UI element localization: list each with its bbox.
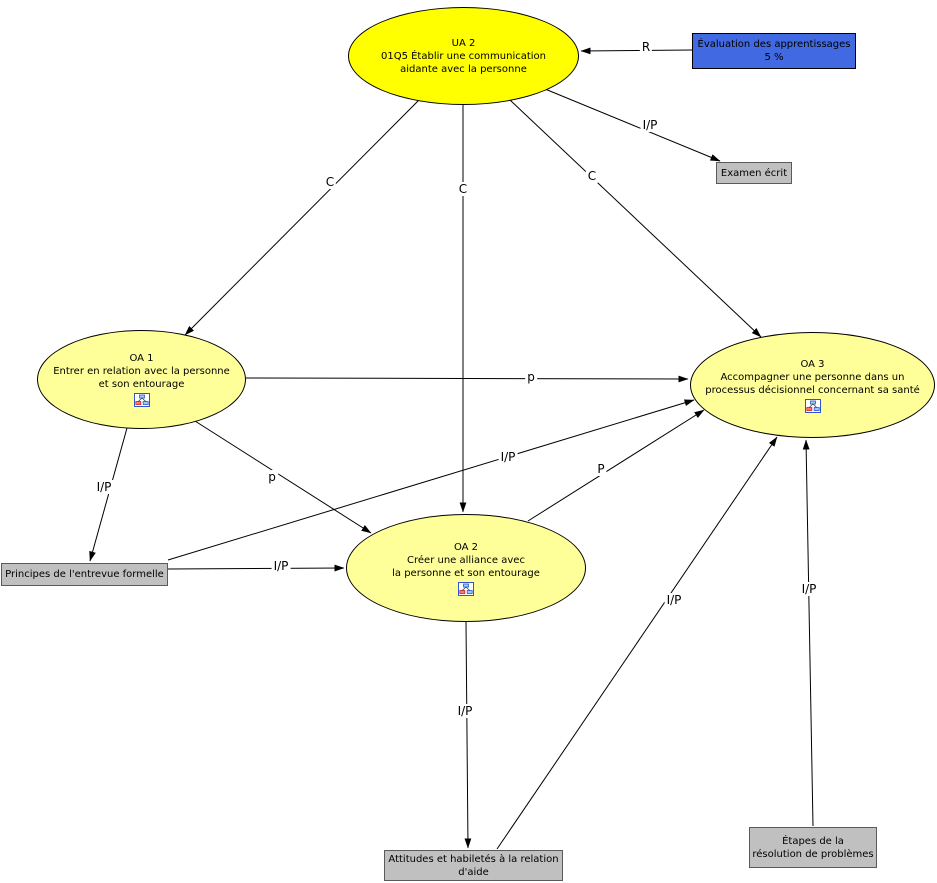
node-ua2[interactable]: UA 2 01Q5 Établir une communication aida… — [348, 7, 579, 105]
node-evaluation-line2: 5 % — [764, 52, 784, 63]
node-examen-label: Examen écrit — [720, 167, 788, 179]
edge-etapes-oa3 — [802, 439, 814, 827]
node-oa2-line3: la personne et son entourage — [392, 567, 540, 579]
sub-model-icon[interactable] — [804, 398, 821, 413]
edge-oa1-oa3 — [245, 375, 689, 383]
edge-label-ua2-oa3: C — [585, 169, 599, 183]
node-evaluation-line1: Évaluation des apprentissages — [697, 39, 851, 50]
node-principes-label: Principes de l'entrevue formelle — [5, 569, 164, 580]
node-attitudes-line1: Attitudes et habiletés à la relation — [388, 853, 559, 865]
node-etapes[interactable]: Étapes de la résolution de problèmes — [749, 827, 877, 868]
edge-oa1-principes — [89, 427, 128, 562]
edge-label-evaluation-ua2: R — [639, 40, 653, 54]
node-oa2[interactable]: OA 2 Créer une alliance avec la personne… — [346, 514, 586, 622]
edge-label-oa1-principes: I/P — [94, 480, 114, 494]
edge-label-ua2-oa2: C — [456, 182, 470, 196]
edge-oa2-attitudes — [464, 621, 472, 849]
edge-principes-oa3 — [167, 399, 695, 561]
edge-label-attitudes-oa3: I/P — [664, 593, 684, 607]
node-principes[interactable]: Principes de l'entrevue formelle — [1, 563, 168, 586]
edge-label-ua2-examen: I/P — [640, 118, 660, 132]
edge-label-oa2-oa3: P — [595, 462, 607, 476]
edge-label-principes-oa2: I/P — [271, 559, 291, 573]
edge-principes-oa2 — [167, 564, 345, 572]
edge-oa2-oa3 — [527, 409, 705, 522]
edge-evaluation-ua2 — [580, 47, 693, 55]
node-oa1-title: OA 1 — [129, 353, 154, 364]
node-oa3-title: OA 3 — [800, 358, 825, 370]
edge-ua2-examen — [544, 88, 721, 162]
node-etapes-line1: Étapes de la — [782, 835, 844, 847]
node-oa2-line2: Créer une alliance avec — [407, 554, 525, 566]
node-ua2-line3: aidante avec la personne — [400, 63, 527, 75]
node-examen[interactable]: Examen écrit — [716, 162, 792, 184]
edge-attitudes-oa3 — [496, 436, 778, 850]
edge-label-oa1-oa2: p — [266, 470, 278, 484]
edge-label-principes-oa3: I/P — [498, 450, 518, 464]
node-etapes-line2: résolution de problèmes — [752, 848, 874, 860]
node-attitudes-line2: d'aide — [458, 866, 489, 878]
edge-oa1-oa2 — [194, 420, 372, 534]
node-oa1[interactable]: OA 1 Entrer en relation avec la personne… — [37, 330, 246, 429]
sub-model-icon[interactable] — [133, 393, 150, 407]
sub-model-icon[interactable] — [458, 581, 474, 596]
edge-label-ua2-oa1: C — [323, 175, 337, 189]
edge-label-oa1-oa3: p — [525, 370, 537, 384]
edge-ua2-oa1 — [184, 99, 420, 336]
node-oa1-line3: et son entourage — [98, 379, 185, 390]
node-evaluation[interactable]: Évaluation des apprentissages 5 % — [692, 33, 856, 69]
node-oa3[interactable]: OA 3 Accompagner une personne dans un pr… — [690, 332, 935, 438]
node-oa3-line3: processus décisionnel concernant sa sant… — [705, 384, 920, 396]
node-ua2-line2: 01Q5 Établir une communication — [380, 50, 547, 62]
edge-label-etapes-oa3: I/P — [799, 582, 819, 596]
node-ua2-title: UA 2 — [451, 37, 476, 49]
node-oa2-title: OA 2 — [453, 541, 479, 553]
node-attitudes[interactable]: Attitudes et habiletés à la relation d'a… — [384, 850, 563, 881]
node-oa1-line2: Entrer en relation avec la personne — [53, 366, 230, 377]
edge-ua2-oa3 — [509, 99, 762, 338]
edge-label-oa2-attitudes: I/P — [455, 704, 475, 718]
node-oa3-line2: Accompagner une personne dans un — [720, 371, 905, 383]
